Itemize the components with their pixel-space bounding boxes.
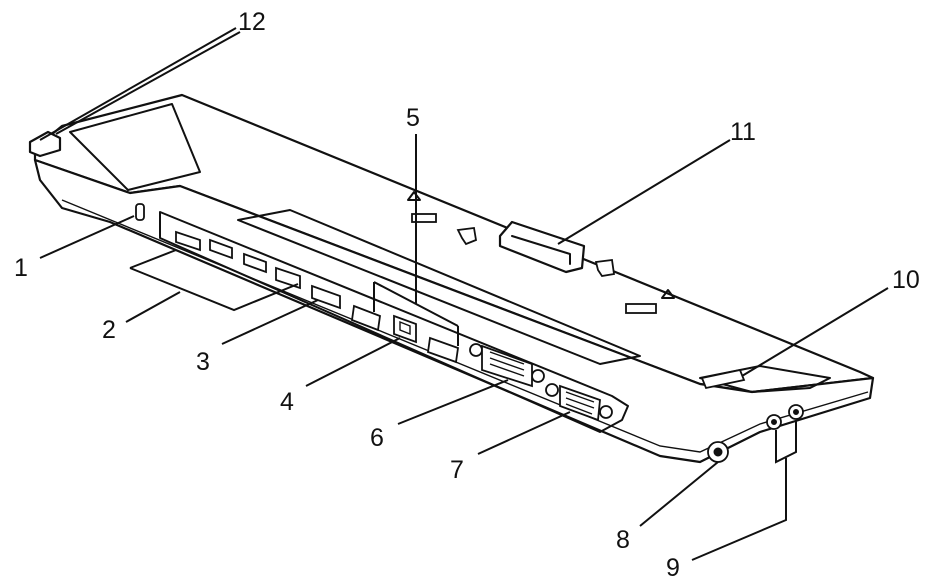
callout-6: 6 [370, 424, 384, 452]
dc-in-jack [707, 441, 729, 463]
callout-12: 12 [238, 8, 266, 36]
callout-labels: 1 2 3 4 5 6 7 8 9 10 11 12 [14, 8, 920, 582]
vga-port [545, 383, 613, 422]
leader-8 [639, 461, 719, 527]
callout-10: 10 [892, 266, 920, 294]
left-latch [28, 130, 62, 158]
leader-2 [125, 291, 181, 323]
callout-2: 2 [102, 316, 116, 344]
displayport-2 [427, 336, 459, 364]
leader-3 [221, 299, 319, 345]
dock-front-face [33, 158, 875, 464]
leader-12b [55, 31, 241, 135]
front-panel-inset [159, 211, 629, 433]
top-right-block [699, 365, 831, 393]
top-guide-slot-2 [625, 303, 657, 314]
dock-body [28, 93, 875, 464]
callout-7: 7 [450, 456, 464, 484]
security-slot [135, 203, 145, 221]
top-rear-panel [69, 103, 201, 191]
leader-12 [39, 27, 237, 141]
callout-5: 5 [406, 104, 420, 132]
docking-connector [498, 220, 586, 274]
leader-2-bracket-top [129, 249, 177, 269]
usb-ports-group [175, 230, 301, 290]
callout-8: 8 [616, 526, 630, 554]
callout-4: 4 [280, 388, 294, 416]
usb-port-c [243, 252, 267, 274]
usb-port-d [275, 266, 301, 290]
leader-9 [691, 458, 787, 561]
leader-11 [557, 139, 731, 245]
callout-3: 3 [196, 348, 210, 376]
usb-port-b [209, 238, 233, 260]
leader-lines [39, 27, 889, 561]
top-details [407, 191, 675, 314]
callout-9: 9 [666, 554, 680, 582]
callout-11: 11 [730, 118, 756, 146]
leader-10 [741, 287, 889, 377]
lan-port [393, 314, 417, 344]
leader-2-bracket [129, 267, 299, 312]
dvi-port [469, 343, 545, 388]
lock-release [700, 368, 746, 390]
callout-1: 1 [14, 254, 28, 282]
top-hook-left [456, 226, 478, 246]
top-guide-arrow-2 [661, 289, 675, 299]
leader-9-bracket [775, 420, 797, 464]
top-recess-panel [237, 209, 641, 365]
leader-6 [397, 379, 509, 425]
usb3-port [311, 284, 341, 310]
usb-port-a [175, 230, 201, 252]
displayport-1 [351, 304, 381, 332]
leader-7 [477, 411, 571, 455]
leader-1 [39, 215, 135, 259]
top-hook-right [594, 258, 616, 277]
top-guide-slot [411, 213, 437, 223]
leader-4 [305, 337, 401, 387]
audio-jacks [766, 404, 804, 430]
